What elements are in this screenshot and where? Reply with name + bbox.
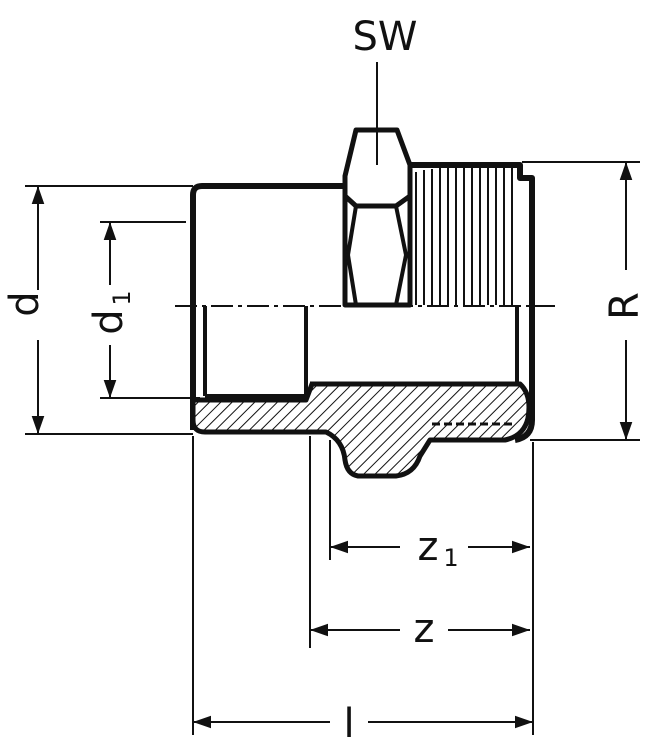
thread-lines bbox=[415, 168, 513, 305]
sw-label: SW bbox=[353, 14, 418, 60]
section-hatch bbox=[190, 381, 532, 479]
hex-top bbox=[342, 127, 413, 209]
d1-label: d 1 bbox=[86, 290, 136, 334]
r-label: R bbox=[602, 292, 648, 320]
z-label: z bbox=[414, 606, 435, 652]
d-label: d bbox=[2, 291, 48, 316]
thread-outline-top bbox=[410, 162, 535, 443]
dimension-lines bbox=[25, 62, 640, 735]
z1-subscript: 1 bbox=[443, 544, 458, 572]
svg-text:1: 1 bbox=[108, 290, 136, 305]
hex-bottom bbox=[342, 196, 413, 308]
z1-label: z bbox=[418, 524, 439, 570]
svg-text:d: d bbox=[86, 309, 132, 334]
hex-nut bbox=[342, 127, 413, 308]
l-label: l bbox=[343, 701, 354, 747]
socket-outline bbox=[190, 183, 345, 430]
